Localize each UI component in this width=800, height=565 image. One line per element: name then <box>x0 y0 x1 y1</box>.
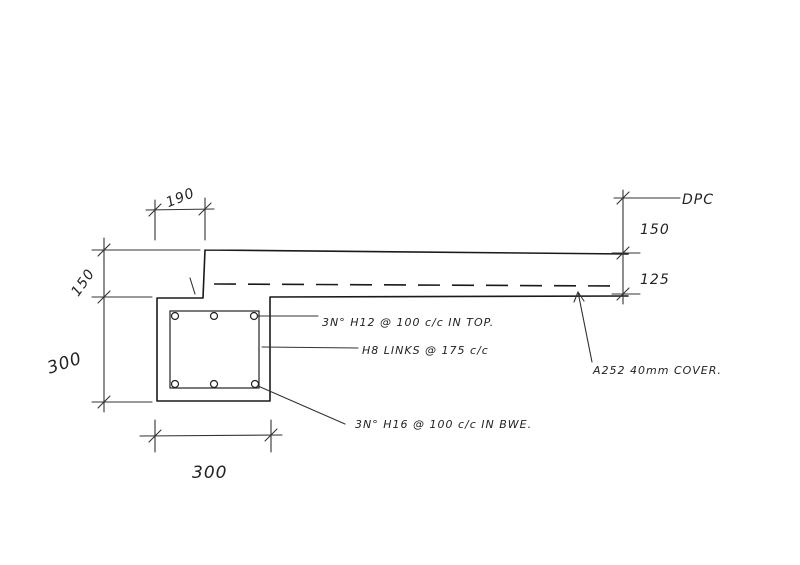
top-bar-3 <box>249 311 259 321</box>
link-stirrup <box>169 310 260 389</box>
leader-links <box>261 346 359 349</box>
section-outline <box>156 249 629 402</box>
dim-bottom-width: 300 <box>139 419 283 483</box>
leader-mesh <box>573 291 593 363</box>
leader-bottom-bars <box>257 385 346 425</box>
top-bar-1 <box>170 311 180 321</box>
top-bars-label: 3N° H12 @ 100 c/c IN TOP. <box>322 316 494 329</box>
dim-dpc-slab-text: 150 <box>640 222 670 238</box>
links-label: H8 LINKS @ 175 c/c <box>362 344 489 357</box>
mesh-label: A252 40mm COVER. <box>592 364 722 377</box>
dpc-text: DPC <box>682 192 714 208</box>
bottom-bars-label: 3N° H16 @ 100 c/c IN BWE. <box>355 418 532 431</box>
dim-beam-width-text: 300 <box>192 463 227 483</box>
mesh-end-tick <box>189 277 196 295</box>
dim-beam-depth-text: 300 <box>45 349 85 379</box>
dim-top-width-text: 190 <box>164 185 198 211</box>
bottom-bar-1 <box>170 379 180 389</box>
bottom-bar-3 <box>250 379 260 389</box>
dim-top-width: 190 <box>145 185 215 241</box>
dim-right-vertical: DPC 150 125 <box>611 189 714 305</box>
bottom-bar-2 <box>209 379 219 389</box>
mesh-reinforcement-line <box>213 283 615 287</box>
dim-left-vertical: 150 300 <box>45 237 201 413</box>
dim-upstand-text: 150 <box>68 266 98 300</box>
dim-slab-thickness-text: 125 <box>640 272 670 288</box>
top-bar-2 <box>209 311 219 321</box>
